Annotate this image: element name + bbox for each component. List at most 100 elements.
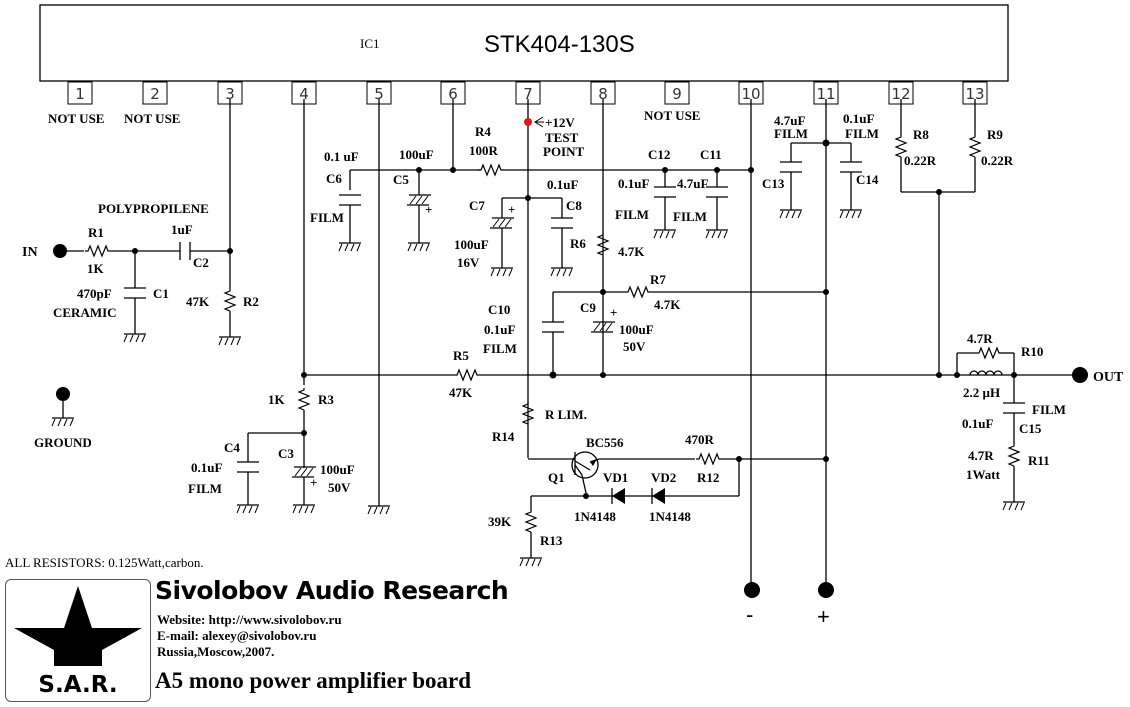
r11-value: 4.7R: [968, 448, 994, 463]
q1-ref: Q1: [548, 470, 565, 485]
r9-resistor: [969, 134, 981, 158]
negative-supply-terminal[interactable]: [744, 582, 760, 598]
c7-voltage: 16V: [457, 255, 480, 270]
c9-polarity: +: [610, 305, 617, 320]
board-title: A5 mono power amplifier board: [155, 668, 472, 693]
c4-type: FILM: [188, 481, 222, 496]
c14-value: 0.1uF: [843, 111, 874, 126]
sar-logo: S.A.R.: [5, 579, 151, 702]
ic-pin-number: 2: [150, 85, 160, 103]
ic-pin-number: 11: [816, 85, 835, 103]
r1-value: 1K: [87, 261, 105, 276]
r14-ref: R14: [492, 429, 515, 444]
c5-ref: C5: [393, 172, 409, 187]
logo-text: S.A.R.: [38, 672, 118, 698]
c14-capacitor: [839, 161, 863, 173]
c11-value: 4.7uF: [677, 176, 708, 191]
ic-pin-number: 1: [75, 85, 85, 103]
c1-capacitor: [123, 287, 147, 299]
r4-value: 100R: [469, 143, 499, 158]
c10-type: FILM: [483, 341, 517, 356]
r13-resistor: [525, 509, 537, 533]
website: Website: http://www.sivolobov.ru: [157, 612, 342, 627]
positive-supply-terminal[interactable]: [818, 582, 834, 598]
ic-pin-number: 5: [374, 85, 384, 103]
input-label: IN: [22, 245, 38, 260]
c15-type: FILM: [1032, 402, 1066, 417]
output-terminal[interactable]: [1072, 367, 1088, 383]
test-point[interactable]: [524, 118, 532, 126]
ic-pin-number: 10: [741, 85, 760, 103]
ic-ref: IC1: [360, 36, 380, 51]
email: E-mail: alexey@sivolobov.ru: [157, 628, 317, 643]
c9-value: 100uF: [619, 322, 654, 337]
r6-ref: R6: [570, 236, 586, 251]
c7-capacitor: [489, 217, 515, 229]
r11-power: 1Watt: [966, 467, 1001, 482]
inductor-value: 2.2 µH: [963, 385, 1000, 400]
ic-pin-number: 6: [448, 85, 458, 103]
vd1-ref: VD1: [603, 470, 628, 485]
c15-value: 0.1uF: [962, 416, 993, 431]
r5-value: 47K: [449, 385, 473, 400]
c14-type: FILM: [845, 126, 879, 141]
c13-value: 4.7uF: [774, 113, 805, 128]
c8-value: 0.1uF: [547, 177, 578, 192]
c1-type: CERAMIC: [53, 305, 117, 320]
r8-value: 0.22R: [904, 153, 937, 168]
r7-resistor: [624, 286, 650, 298]
r1-resistor: [84, 245, 110, 257]
ic-pin-box: [67, 81, 93, 105]
c3-voltage: 50V: [328, 480, 351, 495]
c13-type: FILM: [774, 126, 808, 141]
c1-ref: C1: [153, 286, 169, 301]
r13-ref: R13: [540, 533, 563, 548]
r7-value: 4.7K: [654, 297, 681, 312]
ic-pin-box: [664, 81, 690, 105]
ic-pin-number: 12: [891, 85, 910, 103]
r10-value: 4.7R: [967, 331, 993, 346]
c12-type: FILM: [615, 207, 649, 222]
c12-ref: C12: [648, 147, 670, 162]
r12-value: 470R: [685, 432, 715, 447]
c6-ref: C6: [326, 171, 342, 186]
c15-ref: C15: [1019, 421, 1042, 436]
ground-symbol: [123, 333, 147, 343]
positive-supply-label: +: [817, 604, 830, 629]
c5-polarity: +: [425, 202, 432, 217]
c3-polarity: +: [310, 475, 317, 490]
company-name: Sivolobov Audio Research: [155, 576, 509, 605]
test-point-label-1: TEST: [545, 130, 579, 145]
negative-supply-label: -: [746, 602, 753, 627]
r14-note: R LIM.: [545, 407, 587, 422]
r7-ref: R7: [650, 272, 666, 287]
c2-ref: C2: [193, 255, 209, 270]
ic-pin-number: 4: [299, 85, 309, 103]
c13-capacitor: [779, 161, 803, 173]
vd2-diode: [651, 488, 665, 504]
c10-value: 0.1uF: [484, 322, 515, 337]
c6-capacitor: [338, 194, 362, 206]
r8-ref: R8: [913, 127, 929, 142]
c9-voltage: 50V: [623, 339, 646, 354]
c3-ref: C3: [278, 446, 294, 461]
c8-capacitor: [550, 217, 574, 229]
pin1-note: NOT USE: [48, 111, 104, 126]
star-icon: [14, 586, 142, 666]
test-point-voltage: +12V: [545, 115, 575, 130]
c4-value: 0.1uF: [191, 460, 222, 475]
ic-part-number: STK404-130S: [484, 31, 635, 58]
c6-type: FILM: [310, 210, 344, 225]
c13-ref: C13: [762, 176, 785, 191]
r5-ref: R5: [453, 348, 469, 363]
c12-capacitor: [653, 186, 677, 198]
ic-pin-number: 3: [225, 85, 235, 103]
r10-ref: R10: [1021, 344, 1043, 359]
pin9-note: NOT USE: [644, 108, 700, 123]
r6-value: 4.7K: [618, 244, 645, 259]
resistor-note: ALL RESISTORS: 0.125Watt,carbon.: [5, 555, 204, 570]
test-point-label-2: POINT: [543, 144, 585, 159]
pin2-note: NOT USE: [124, 111, 180, 126]
contact-block: Website: http://www.sivolobov.ru E-mail:…: [157, 612, 342, 660]
r12-ref: R12: [697, 470, 719, 485]
